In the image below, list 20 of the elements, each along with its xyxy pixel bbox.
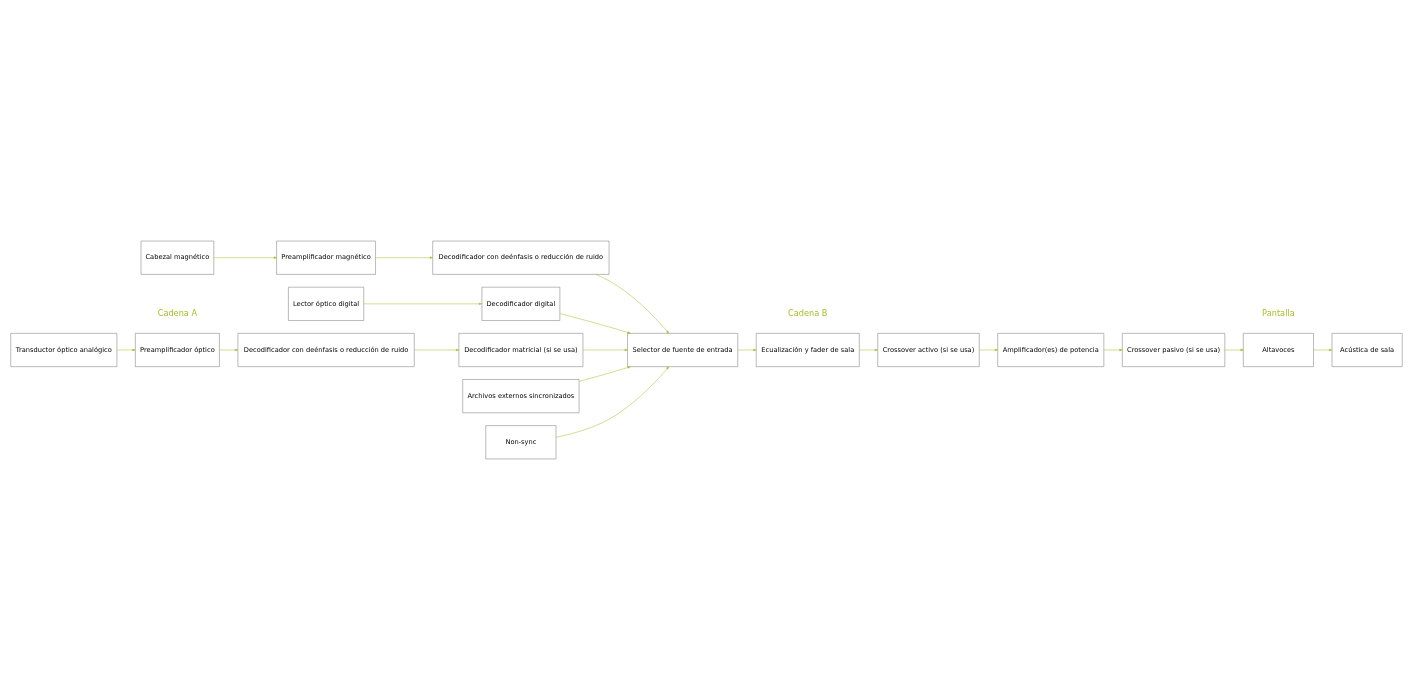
arrow [579,366,631,382]
label: Pantalla [1262,307,1295,318]
arrow [559,313,631,334]
arrow [116,348,136,352]
label: Cadena A [157,307,198,318]
arrow [213,256,277,259]
label: Cadena B [788,307,828,318]
arrow [595,274,670,334]
arrow [859,348,878,352]
arrow [737,348,757,352]
arrow [414,348,460,352]
arrow [1224,348,1244,352]
arrow [1313,348,1333,352]
arrow [219,348,239,352]
arrow [363,302,483,305]
arrow [1103,348,1123,352]
arrow [375,256,433,259]
arrow [555,366,670,438]
arrow [582,348,628,352]
arrow [979,348,998,352]
